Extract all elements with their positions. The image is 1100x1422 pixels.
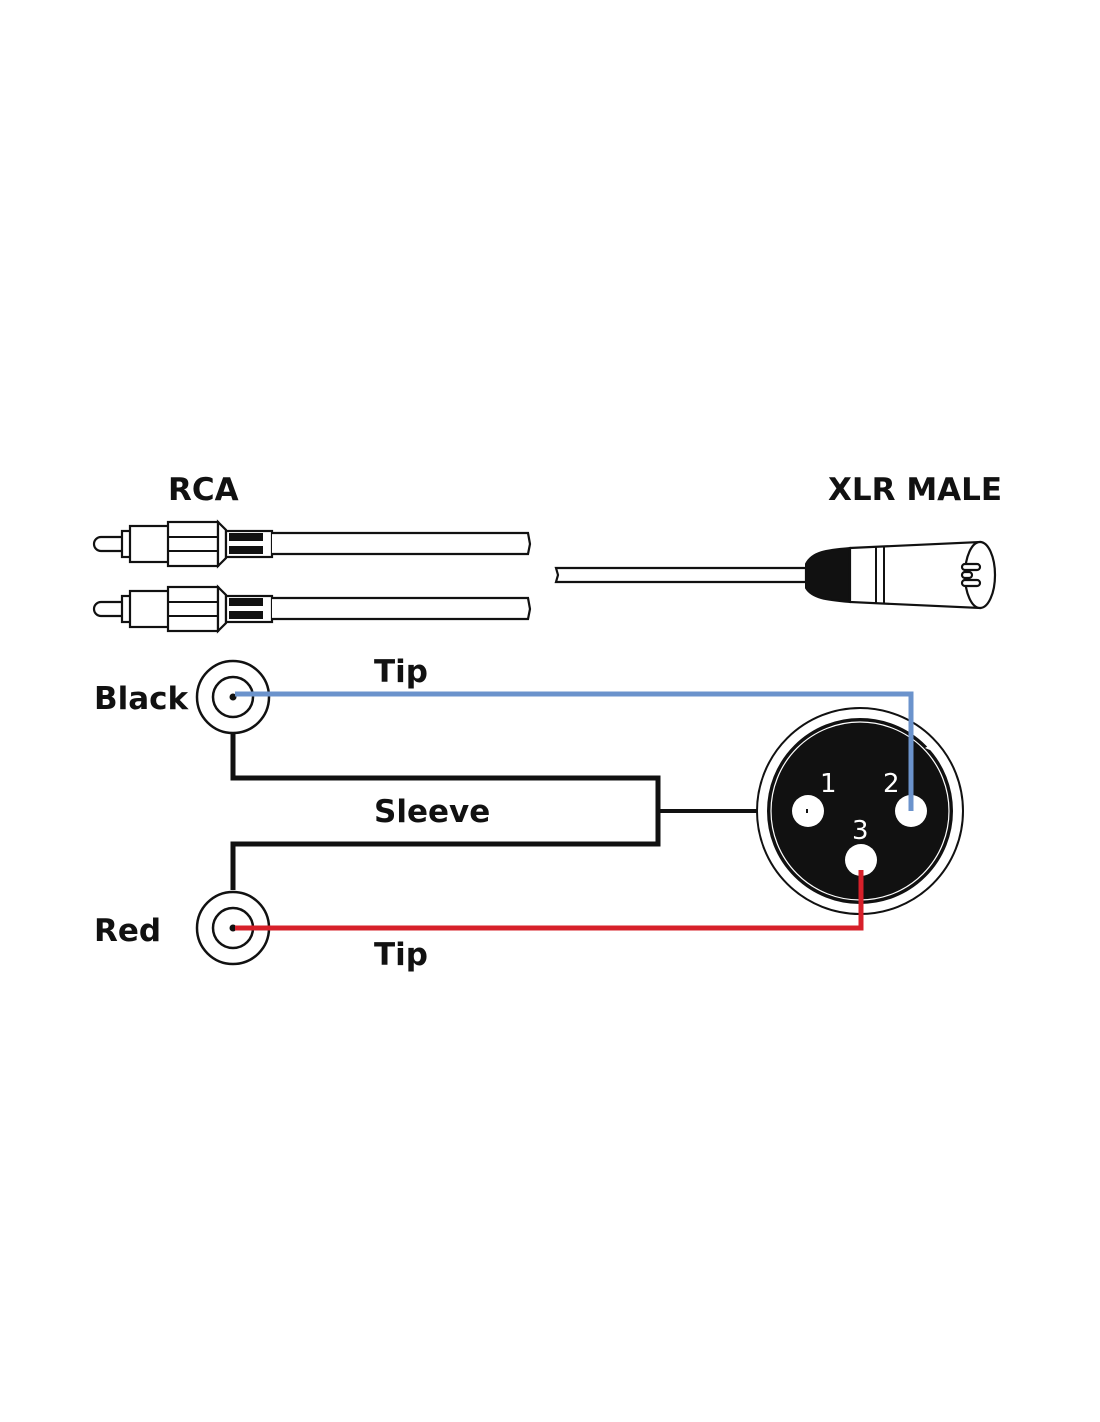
rca-grip-pattern: [229, 533, 263, 554]
rca-jack-black: [195, 659, 271, 735]
rca-grip-pattern: [229, 598, 263, 619]
pin-number-3: 3: [852, 816, 869, 846]
xlr-pin-3: [845, 844, 877, 876]
rca-plug-2: [92, 584, 532, 634]
rca-plug-1: [92, 519, 532, 569]
jack-label-red: Red: [94, 913, 161, 949]
red-tip-label: Tip: [374, 937, 428, 973]
jack-label-black: Black: [94, 681, 190, 717]
sleeve-label: Sleeve: [374, 794, 490, 830]
rca-jack-red: [195, 890, 271, 966]
xlr-male-title: XLR MALE: [828, 472, 1002, 508]
rca-title: RCA: [168, 472, 239, 508]
pin-number-2: 2: [883, 769, 900, 799]
black-tip-label: Tip: [374, 654, 428, 690]
xlr-male-plug: [554, 540, 997, 610]
black-tip-wire: [235, 691, 914, 811]
red-tip-wire: [235, 870, 864, 931]
pin-number-1: 1: [820, 769, 837, 799]
